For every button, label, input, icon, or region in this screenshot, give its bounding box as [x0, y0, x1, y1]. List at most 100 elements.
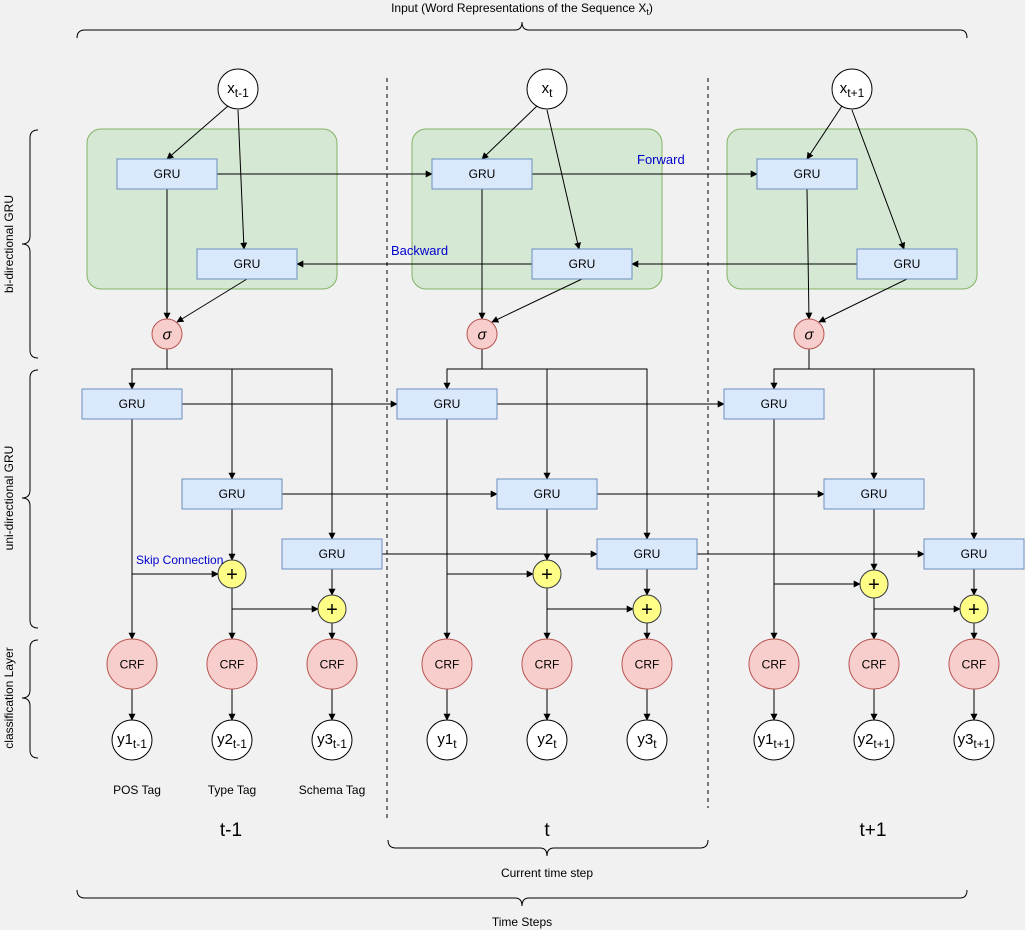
plus-node-a-t-1: +: [217, 559, 247, 589]
backward-label: Backward: [391, 243, 448, 258]
gru-label: GRU: [534, 487, 561, 501]
sigma-node-t-shape: [466, 318, 498, 350]
sigma-node-t+1-shape: [793, 318, 825, 350]
gru-label: GRU: [761, 397, 788, 411]
output-node-y3-t-1-shape: [311, 719, 353, 761]
output-node-y2-t-1-text: y2t-1: [217, 731, 247, 751]
plus-node-b-t-1-text: +: [326, 599, 338, 621]
crf-node-3-t+1-text: CRF: [962, 657, 987, 671]
crf-node-1-t: CRF: [421, 638, 473, 690]
output-node-y3-t: y3t: [626, 719, 668, 761]
crf-node-2-t+1-shape: [848, 638, 900, 690]
gru-box: [431, 158, 533, 190]
gru-box: [856, 248, 958, 280]
crf-node-1-t+1: CRF: [748, 638, 800, 690]
edge-sigma-to-gru2: [774, 368, 878, 480]
crf-node-2-t+1-text: CRF: [862, 657, 887, 671]
crf-node-1-t-1: CRF: [106, 638, 158, 690]
plus-node-a-t: +: [532, 559, 562, 589]
input-node-t: xt: [526, 68, 568, 110]
output-node-y2-t-1: y2t-1: [211, 719, 253, 761]
tag-type: Type Tag: [208, 783, 256, 797]
uni-gru1-t: GRU: [396, 388, 498, 420]
crf-node-3-t-text: CRF: [635, 657, 660, 671]
time-label-t: t: [544, 820, 550, 841]
plus-node-a-t-shape: [532, 559, 562, 589]
uni-gru1-t+1: GRU: [723, 388, 825, 420]
input-node-t-shape: [526, 68, 568, 110]
output-node-y3-t+1: y3t+1: [953, 719, 995, 761]
plus-node-b-t-text: +: [641, 599, 653, 621]
plus-node-a-t+1-shape: [859, 569, 889, 599]
gru-label: GRU: [861, 487, 888, 501]
gru-label: GRU: [894, 257, 921, 271]
output-node-y2-t: y2t: [526, 719, 568, 761]
edge-input-to-backward-gru: [546, 109, 581, 250]
uni-gru1-t-1: GRU: [81, 388, 183, 420]
plus-node-b-t+1-text: +: [968, 599, 980, 621]
plus-node-a-t+1: +: [859, 569, 889, 599]
sigma-node-t-1: σ: [151, 318, 183, 350]
edge-sigma-to-gru3: [874, 368, 978, 540]
edge-sigma-to-gru2: [447, 368, 551, 480]
output-node-y2-t-text: y2t: [537, 731, 557, 751]
unigru-brace: [21, 369, 39, 629]
crf-node-1-t-text: CRF: [435, 657, 460, 671]
gru-box: [496, 478, 598, 510]
output-node-y3-t-1-text: y3t-1: [317, 731, 347, 751]
backward-gru-t: GRU: [531, 248, 633, 280]
output-node-y2-t-shape: [526, 719, 568, 761]
gru-box: [823, 478, 925, 510]
forward-gru-t: GRU: [431, 158, 533, 190]
edges: [128, 105, 978, 721]
input-node-t-text: xt: [542, 80, 554, 100]
plus-node-b-t+1: +: [959, 594, 989, 624]
output-node-y1-t: y1t: [426, 719, 468, 761]
sigma-node-t: σ: [466, 318, 498, 350]
edge-input-to-backward-gru: [237, 109, 248, 250]
crf-node-1-t+1-text: CRF: [762, 657, 787, 671]
bigru-brace: [21, 129, 39, 359]
gru-label: GRU: [319, 547, 346, 561]
crf-node-2-t-1: CRF: [206, 638, 258, 690]
label-classification: classification Layer: [2, 647, 16, 748]
gru-box: [181, 478, 283, 510]
crf-node-3-t+1-shape: [948, 638, 1000, 690]
gru-box: [281, 538, 383, 570]
gru-box: [396, 388, 498, 420]
sigma-node-t-1-shape: [151, 318, 183, 350]
output-node-y1-t-1-shape: [111, 719, 153, 761]
time-label-t+1: t+1: [860, 820, 887, 841]
input-node-t+1: xt+1: [831, 68, 873, 110]
crf-node-2-t+1: CRF: [848, 638, 900, 690]
crf-node-2-t: CRF: [521, 638, 573, 690]
plus-node-b-t-1: +: [317, 594, 347, 624]
output-node-y3-t+1-text: y3t+1: [958, 731, 991, 751]
edge-sigma-to-gru3: [547, 368, 651, 540]
edge-input-to-forward-gru: [481, 105, 538, 160]
gru-label: GRU: [119, 397, 146, 411]
plus-node-a-t-text: +: [541, 564, 553, 586]
time-label-t-1: t-1: [220, 820, 242, 841]
label-unigru: uni-directional GRU: [2, 446, 16, 551]
output-node-y2-t+1-shape: [853, 719, 895, 761]
edge-backward-to-sigma: [491, 278, 583, 323]
plus-node-b-t: +: [632, 594, 662, 624]
crf-node-3-t-1-text: CRF: [320, 657, 345, 671]
gru-box: [116, 158, 218, 190]
gru-label: GRU: [154, 167, 181, 181]
output-node-y1-t+1: y1t+1: [753, 719, 795, 761]
gru-box: [81, 388, 183, 420]
uni-gru3-t+1: GRU: [923, 538, 1025, 570]
output-node-y1-t+1-text: y1t+1: [758, 731, 791, 751]
uni-gru2-t+1: GRU: [823, 478, 925, 510]
nodes: xt-1GRUGRUσGRUGRUGRU++CRFy1t-1CRFy2t-1CR…: [81, 68, 1025, 761]
output-node-y1-t+1-shape: [753, 719, 795, 761]
plus-node-a-t+1-text: +: [868, 574, 880, 596]
edge-backward-to-sigma: [176, 278, 248, 323]
crf-node-1-t-1-shape: [106, 638, 158, 690]
edge-sigma-to-gru2: [132, 368, 236, 480]
gru-label: GRU: [569, 257, 596, 271]
sigma-node-t-1-text: σ: [162, 326, 172, 343]
